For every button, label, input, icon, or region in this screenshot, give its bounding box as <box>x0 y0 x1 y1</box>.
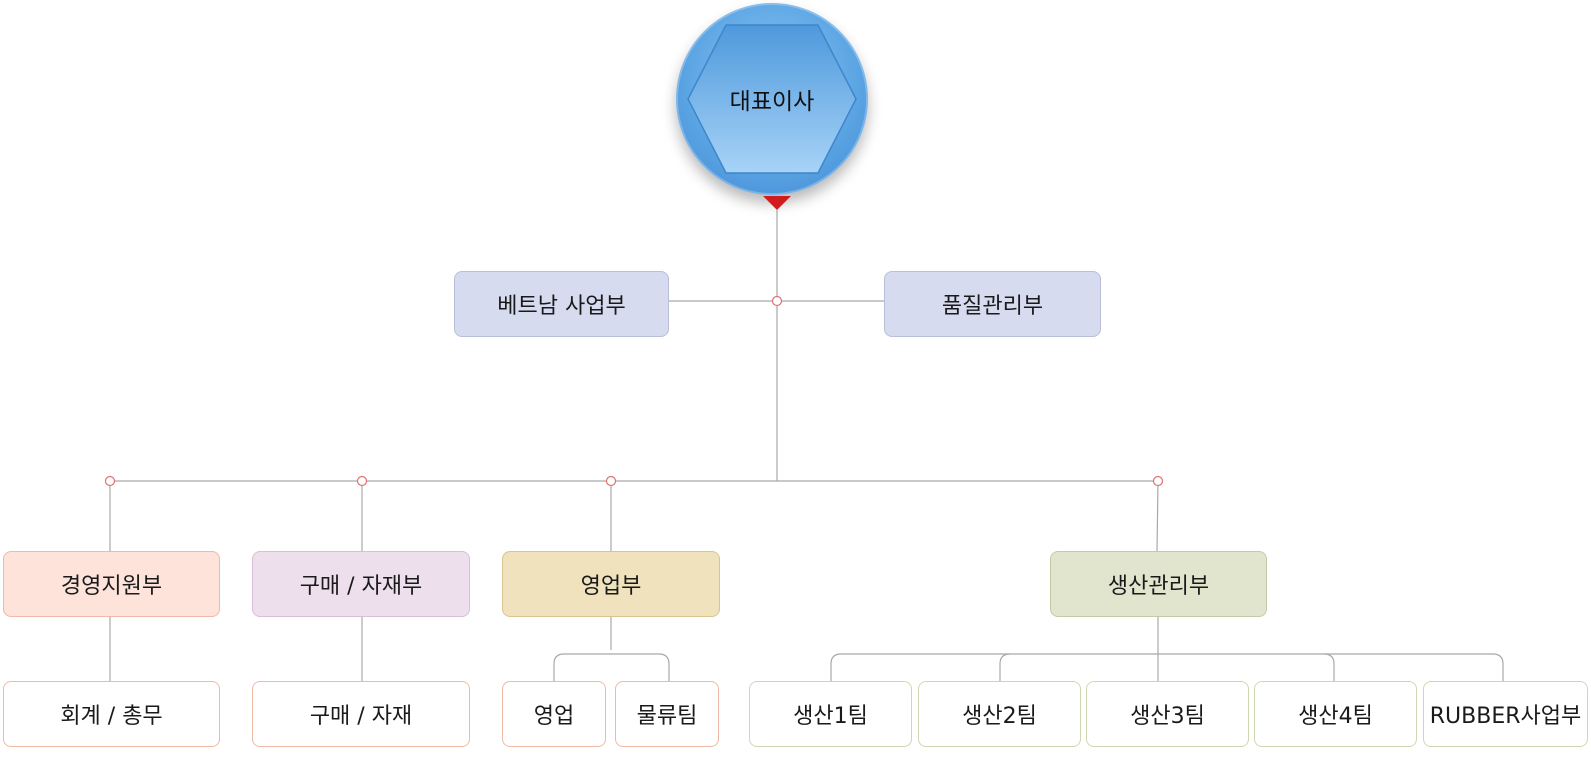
sales-department-label: 영업부 <box>580 574 642 599</box>
junction-management <box>104 475 116 487</box>
bracket-production-teams <box>830 653 1504 681</box>
purchasing-team-label: 구매 / 자재 <box>309 704 413 729</box>
drop-production <box>1156 480 1159 552</box>
purchasing-team-box[interactable]: 구매 / 자재 <box>252 681 470 747</box>
production-team-1-box[interactable]: 생산1팀 <box>749 681 912 747</box>
production-team-2-label: 생산2팀 <box>962 704 1037 729</box>
vietnam-division-box[interactable]: 베트남 사업부 <box>454 271 669 337</box>
accounting-team-label: 회계 / 총무 <box>60 704 163 729</box>
junction-sales <box>605 475 617 487</box>
production-team-1-label: 생산1팀 <box>793 704 868 729</box>
sales-team-box[interactable]: 영업 <box>502 681 606 747</box>
production-team-2-box[interactable]: 생산2팀 <box>918 681 1081 747</box>
accounting-team-box[interactable]: 회계 / 총무 <box>3 681 220 747</box>
production-team-4-box[interactable]: 생산4팀 <box>1254 681 1417 747</box>
junction-production <box>1152 475 1164 487</box>
sales-team-label: 영업 <box>533 704 575 729</box>
ceo-label: 대표이사 <box>729 89 815 115</box>
quality-department-label: 품질관리부 <box>941 294 1044 319</box>
production-team-3-box[interactable]: 생산3팀 <box>1086 681 1249 747</box>
tick-production2 <box>999 653 1011 681</box>
management-support-box[interactable]: 경영지원부 <box>3 551 220 617</box>
junction-purchasing <box>356 475 368 487</box>
quality-department-box[interactable]: 품질관리부 <box>884 271 1101 337</box>
production-management-label: 생산관리부 <box>1107 574 1210 599</box>
purchasing-department-box[interactable]: 구매 / 자재부 <box>252 551 470 617</box>
logistics-team-box[interactable]: 물류팀 <box>615 681 719 747</box>
purchasing-department-label: 구매 / 자재부 <box>299 574 423 599</box>
production-team-3-label: 생산3팀 <box>1130 704 1205 729</box>
ceo-node[interactable]: 대표이사 <box>676 3 868 195</box>
junction-staff <box>771 295 783 307</box>
hexagon-icon <box>687 24 857 174</box>
pointer-triangle-icon <box>763 196 791 210</box>
production-team-4-label: 생산4팀 <box>1298 704 1373 729</box>
management-support-label: 경영지원부 <box>60 574 163 599</box>
tick-production4 <box>1323 653 1335 681</box>
sales-department-box[interactable]: 영업부 <box>502 551 720 617</box>
bracket-sales-teams <box>553 653 670 681</box>
production-management-box[interactable]: 생산관리부 <box>1050 551 1267 617</box>
rubber-division-label: RUBBER사업부 <box>1429 704 1582 729</box>
vietnam-division-label: 베트남 사업부 <box>497 294 626 319</box>
rubber-division-box[interactable]: RUBBER사업부 <box>1423 681 1588 747</box>
logistics-team-label: 물류팀 <box>636 704 698 729</box>
